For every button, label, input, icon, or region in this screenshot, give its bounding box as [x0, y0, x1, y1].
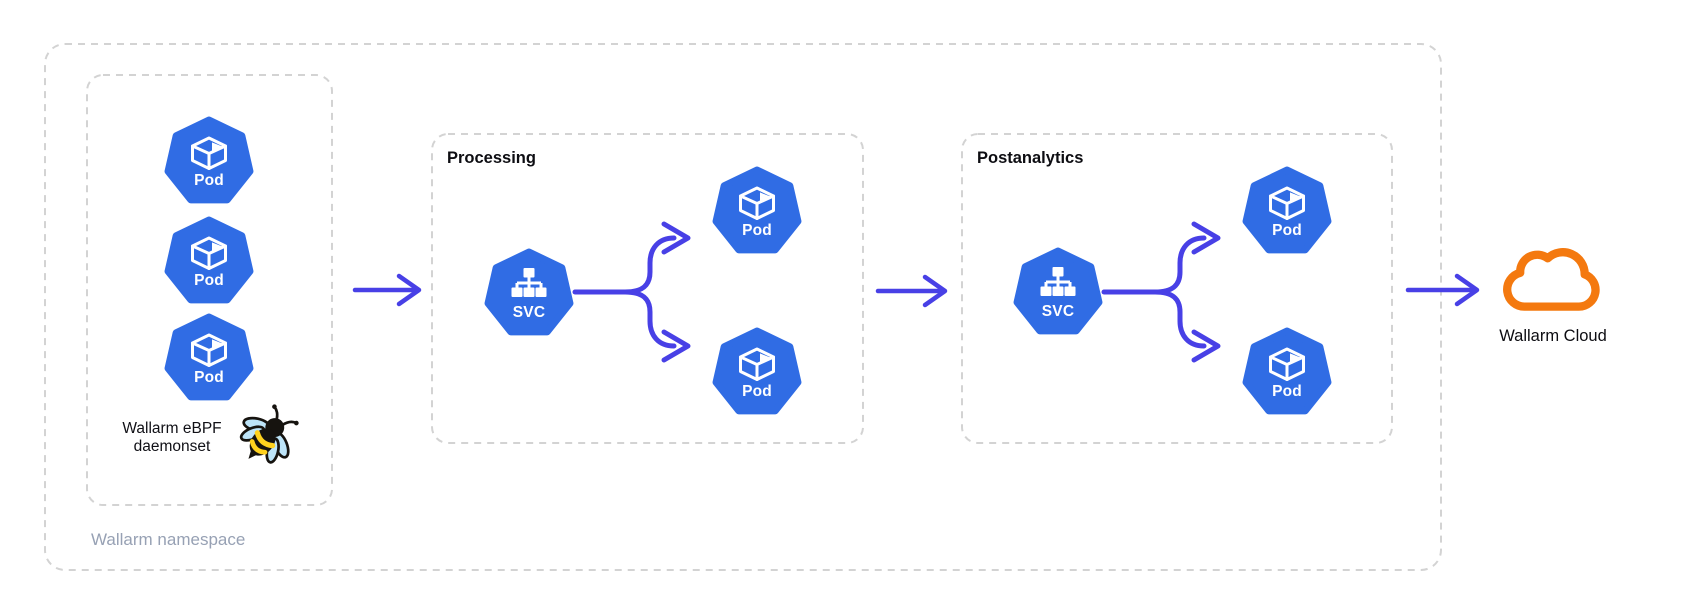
namespace-label: Wallarm namespace: [91, 530, 246, 549]
daemonset-caption-line1: Wallarm eBPF: [122, 420, 222, 437]
pod-label: Pod: [1272, 222, 1302, 239]
arrow-daemonset-to-processing: [352, 273, 422, 307]
processing-title: Processing: [447, 149, 536, 167]
wallarm-namespace-box: [44, 43, 1442, 571]
svc-label: SVC: [512, 304, 546, 321]
arrow-namespace-to-cloud: [1405, 273, 1480, 307]
cloud-icon: [1503, 248, 1600, 311]
pod-label: Pod: [194, 369, 224, 386]
processing-svc-branch: [572, 221, 691, 363]
postanalytics-title: Postanalytics: [977, 149, 1084, 167]
pod-label: Pod: [194, 272, 224, 289]
pod-label: Pod: [742, 383, 772, 400]
pod-label: Pod: [1272, 383, 1302, 400]
pod-label: Pod: [742, 222, 772, 239]
daemonset-box: [86, 74, 333, 506]
bee-icon: [239, 404, 299, 464]
postanalytics-box: [961, 133, 1393, 444]
svc-label: SVC: [1041, 303, 1075, 320]
daemonset-caption: Wallarm eBPF daemonset: [92, 420, 252, 455]
daemonset-caption-line2: daemonset: [133, 437, 211, 455]
arrow-processing-to-postanalytics: [875, 274, 948, 308]
postanalytics-svc-branch: [1101, 221, 1221, 363]
pod-label: Pod: [194, 172, 224, 189]
processing-box: [431, 133, 864, 444]
cloud-label: Wallarm Cloud: [1499, 327, 1607, 345]
